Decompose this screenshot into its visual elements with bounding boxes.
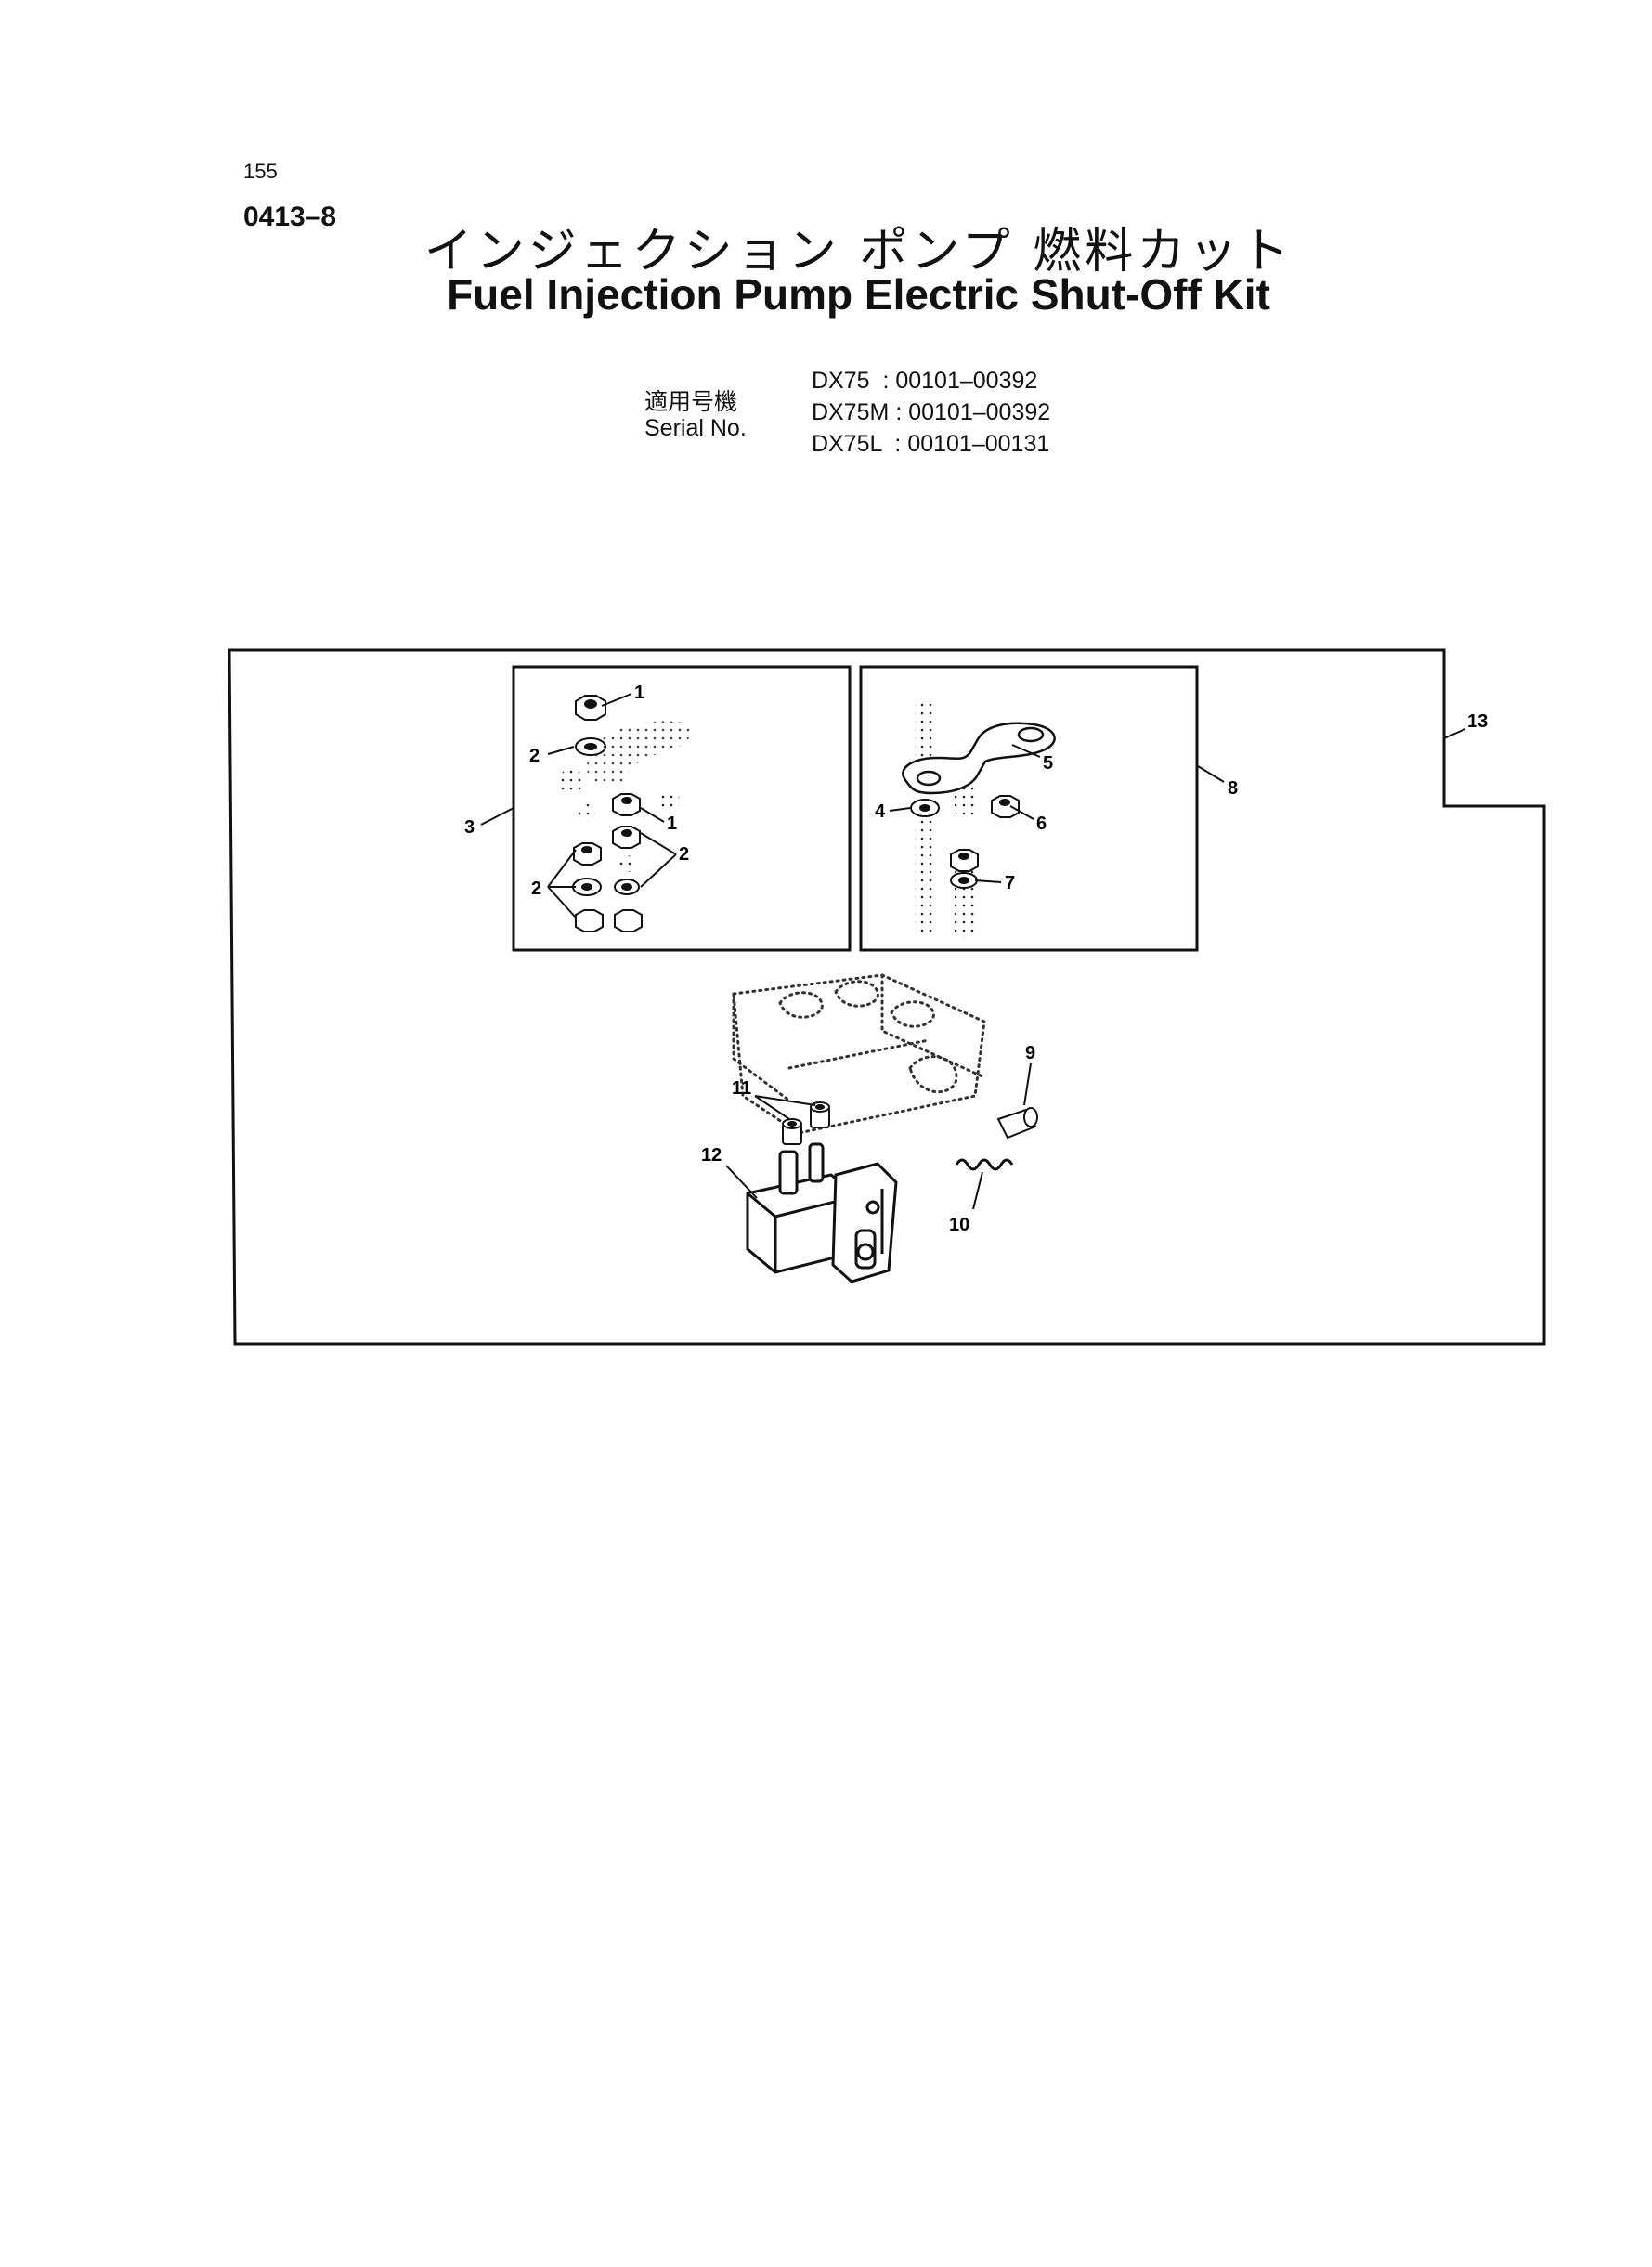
callout-7: 7 <box>1005 873 1015 893</box>
callout-3: 3 <box>464 817 475 838</box>
serial-separator: : <box>881 431 908 457</box>
serial-separator: : <box>869 368 896 394</box>
callout-10: 10 <box>949 1215 969 1235</box>
stud-ghost <box>915 698 975 938</box>
spring-part <box>955 1158 1014 1171</box>
page-number: 155 <box>243 160 278 183</box>
nut-part <box>910 795 1020 889</box>
page-title: Fuel Injection Pump Electric Shut-Off Ki… <box>447 270 1270 319</box>
callout-2: 2 <box>679 844 689 865</box>
link-plate <box>902 722 1056 795</box>
callout-4: 4 <box>875 801 886 822</box>
serial-label: Serial No. <box>644 415 747 441</box>
solenoid-part <box>746 1142 898 1283</box>
diagram-frame <box>228 648 1546 1346</box>
leader-lines <box>480 693 1466 1210</box>
callout-6: 6 <box>1036 814 1047 834</box>
pin-part <box>996 1107 1038 1140</box>
serial-model: DX75L <box>812 431 882 457</box>
callout-labels: 1 1 2 2 2 3 4 5 6 7 8 9 10 11 12 13 <box>464 683 1488 1235</box>
inset-box-right <box>859 665 1199 952</box>
serial-range: 00101–00392 <box>908 399 1051 425</box>
stud-ghost <box>579 804 635 872</box>
serial-separator: : <box>889 399 909 425</box>
serial-label-japanese: 適用号機 <box>644 388 738 415</box>
callout-11: 11 <box>732 1078 751 1099</box>
serial-range: 00101–00392 <box>895 368 1038 394</box>
callout-1: 1 <box>667 814 677 834</box>
bushing-part <box>782 1101 830 1145</box>
section-code: 0413–8 <box>243 202 337 232</box>
serial-row: DX75M : 00101–00392 <box>812 399 1050 426</box>
injection-pump-ghost <box>732 973 986 1135</box>
inset-box-left <box>512 665 852 952</box>
serial-model: DX75M <box>812 399 890 425</box>
serial-row: DX75 : 00101–00392 <box>812 368 1037 395</box>
bracket-ghost <box>558 721 692 812</box>
serial-model: DX75 <box>812 368 870 394</box>
serial-range: 00101–00131 <box>907 431 1050 457</box>
callout-9: 9 <box>1025 1043 1035 1063</box>
callout-8: 8 <box>1228 778 1238 799</box>
callout-2: 2 <box>531 879 541 899</box>
callout-1: 1 <box>634 683 644 703</box>
callout-5: 5 <box>1043 753 1053 774</box>
callout-2: 2 <box>529 746 540 766</box>
page-title-japanese: インジェクション ポンプ 燃料カット <box>423 224 1294 280</box>
callout-13: 13 <box>1467 711 1488 732</box>
callout-12: 12 <box>701 1145 722 1166</box>
serial-row: DX75L : 00101–00131 <box>812 431 1049 458</box>
